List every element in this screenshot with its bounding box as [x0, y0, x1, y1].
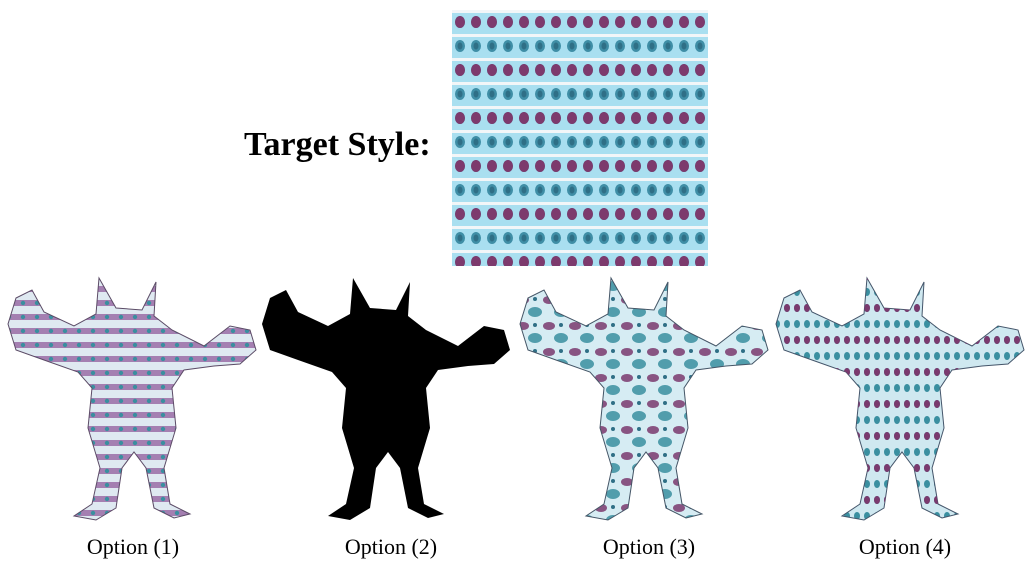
option-2-figure: [258, 268, 516, 530]
creature-silhouette-option-2: [262, 278, 510, 520]
option-1-caption: Option (1): [86, 534, 180, 559]
target-style-label: Target Style:: [244, 126, 431, 163]
option-3-figure: [516, 268, 774, 530]
option-4-caption: Option (4): [858, 534, 952, 559]
option-2-caption: Option (2): [344, 534, 438, 559]
creature-body-option-1: [7, 276, 257, 521]
option-4-figure: [772, 268, 1030, 530]
option-3-caption: Option (3): [602, 534, 696, 559]
option-1-figure: [4, 268, 262, 530]
target-style-swatch: [452, 10, 708, 266]
creature-body-option-3: [519, 276, 769, 521]
